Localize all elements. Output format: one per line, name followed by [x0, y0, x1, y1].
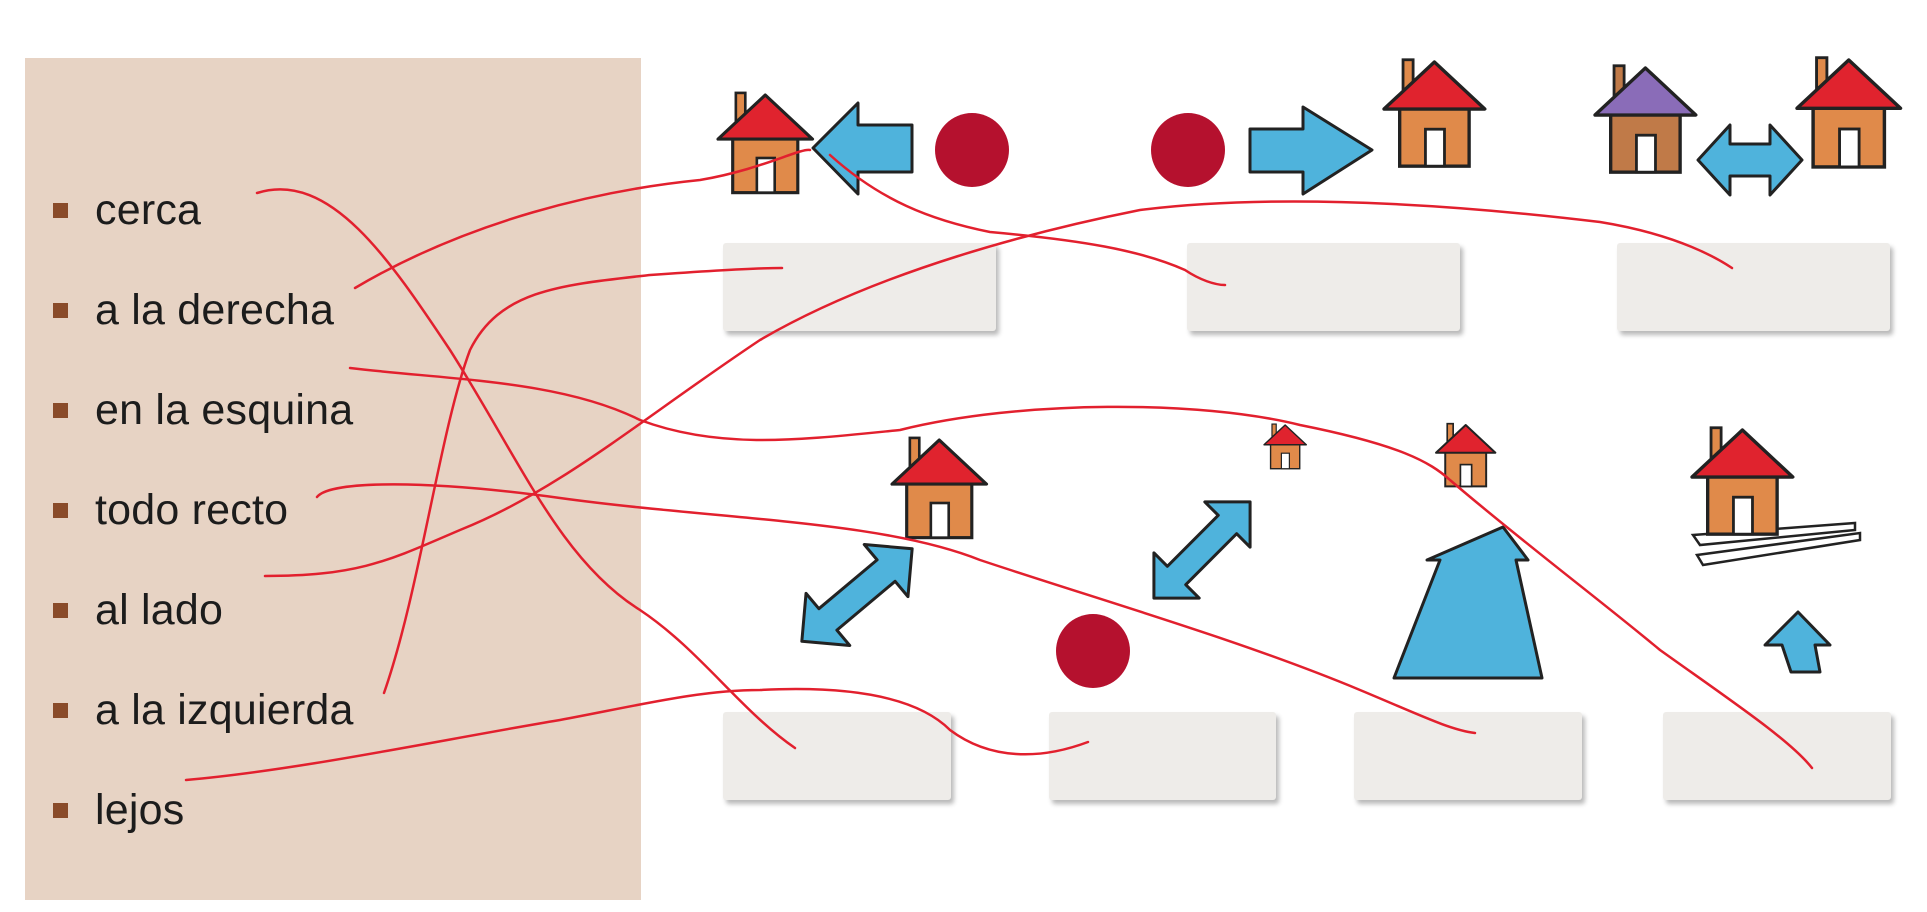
bullet-icon	[53, 502, 68, 518]
bullet-icon	[53, 302, 68, 318]
diagonal-double-arrow-icon	[1152, 500, 1252, 600]
diagonal-double-arrow-icon	[800, 543, 914, 647]
answer-box-3[interactable]	[1617, 243, 1890, 331]
connector-line	[382, 266, 784, 695]
house-on-corner-icon	[1690, 426, 1862, 567]
bullet-icon	[53, 702, 68, 718]
bullet-icon	[53, 602, 68, 618]
word-label: todo recto	[95, 485, 289, 534]
answer-box-7[interactable]	[1663, 712, 1891, 800]
answer-box-4[interactable]	[723, 712, 951, 800]
answer-box-6[interactable]	[1354, 712, 1582, 800]
red-dot-icon	[935, 113, 1009, 187]
bullet-icon	[53, 802, 68, 818]
word-label: a la derecha	[95, 285, 335, 334]
answer-box-5[interactable]	[1049, 712, 1276, 800]
connector-line	[315, 483, 1477, 735]
up-arrow-icon	[1392, 525, 1544, 680]
connector-line	[828, 153, 1227, 287]
red-dot-icon	[1056, 614, 1130, 688]
connector-line	[348, 366, 1814, 770]
word-label: cerca	[95, 185, 202, 234]
right-arrow-icon	[1248, 105, 1374, 196]
connector-line	[353, 148, 812, 290]
word-item-en-la-esquina[interactable]: en la esquina	[53, 380, 353, 440]
connector-line	[184, 687, 1090, 782]
up-arrow-icon	[1763, 610, 1832, 674]
red-dot-icon	[1151, 113, 1225, 187]
word-item-a-la-derecha[interactable]: a la derecha	[53, 280, 334, 340]
word-label: en la esquina	[95, 385, 354, 434]
word-label: a la izquierda	[95, 685, 354, 734]
word-item-lejos[interactable]: lejos	[53, 780, 184, 840]
bullet-icon	[53, 402, 68, 418]
word-label: lejos	[95, 785, 185, 834]
connector-line	[255, 188, 797, 750]
word-item-todo-recto[interactable]: todo recto	[53, 480, 288, 540]
double-arrow-icon	[1696, 123, 1804, 197]
connector-line	[263, 200, 1734, 578]
word-item-cerca[interactable]: cerca	[53, 180, 201, 240]
word-label: al lado	[95, 585, 224, 634]
word-item-al-lado[interactable]: al lado	[53, 580, 223, 640]
bullet-icon	[53, 202, 68, 218]
word-item-a-la-izquierda[interactable]: a la izquierda	[53, 680, 354, 740]
answer-box-2[interactable]	[1187, 243, 1460, 331]
left-arrow-icon	[811, 101, 914, 196]
